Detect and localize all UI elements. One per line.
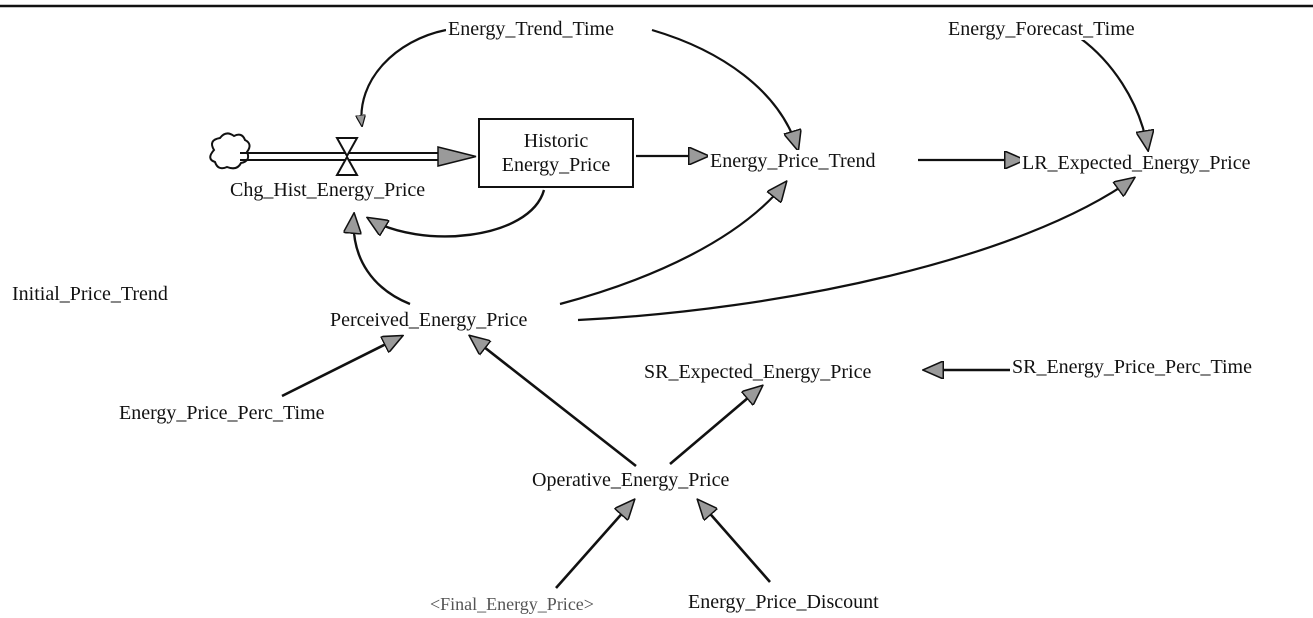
perceived-energy-price-label[interactable]: Perceived_Energy_Price [328, 309, 530, 331]
final-energy-price-shadow-label[interactable]: <Final_Energy_Price> [428, 593, 596, 615]
link-historic-to-flow [368, 189, 546, 238]
link-trend-time-to-valve [361, 28, 447, 126]
link-final-price-to-operative [555, 500, 634, 589]
operative-energy-price-label[interactable]: Operative_Energy_Price [530, 469, 732, 491]
energy-price-discount-label[interactable]: Energy_Price_Discount [686, 591, 881, 613]
energy-price-perc-time-label[interactable]: Energy_Price_Perc_Time [117, 402, 327, 424]
chg-hist-energy-price-label[interactable]: Chg_Hist_Energy_Price [228, 179, 428, 201]
initial-price-trend-label[interactable]: Initial_Price_Trend [10, 283, 170, 305]
link-operative-to-perceived [470, 336, 637, 468]
historic-energy-price-stock[interactable]: Historic Energy_Price [478, 118, 634, 188]
link-forecast-time-to-lr-expected [1079, 37, 1148, 150]
link-perc-time-to-perceived [281, 336, 402, 398]
flow-valve-icon [335, 137, 359, 176]
link-perceived-to-flow [354, 214, 411, 306]
link-trend-time-to-price-trend [651, 28, 798, 150]
lr-expected-energy-price-label[interactable]: LR_Expected_Energy_Price [1020, 152, 1253, 174]
stock-label-line1: Historic [523, 130, 589, 152]
flow-pipe [240, 146, 477, 167]
cloud-source-icon [209, 132, 251, 170]
energy-forecast-time-label[interactable]: Energy_Forecast_Time [946, 18, 1137, 40]
link-discount-to-operative [698, 500, 771, 583]
link-perceived-to-price-trend [559, 182, 786, 306]
stock-label-line2: Energy_Price [501, 154, 611, 176]
energy-price-trend-label[interactable]: Energy_Price_Trend [708, 150, 878, 172]
sr-energy-price-perc-time-label[interactable]: SR_Energy_Price_Perc_Time [1010, 356, 1254, 378]
energy-trend-time-label[interactable]: Energy_Trend_Time [446, 18, 616, 40]
link-operative-to-sr-expected [669, 386, 762, 465]
link-perceived-to-lr-expected [577, 178, 1134, 322]
sr-expected-energy-price-label[interactable]: SR_Expected_Energy_Price [642, 361, 874, 383]
